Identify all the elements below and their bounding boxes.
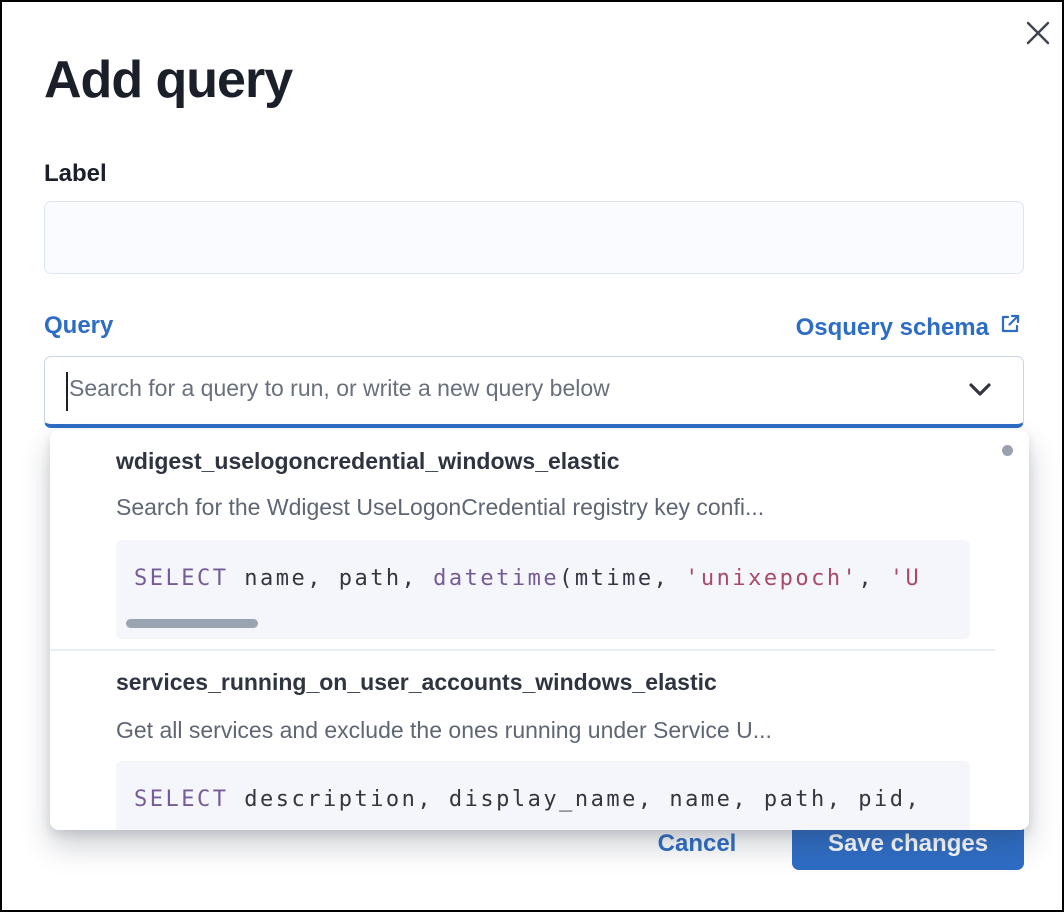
label-field-label: Label <box>44 160 107 187</box>
query-option-description: Search for the Wdigest UseLogonCredentia… <box>116 494 765 520</box>
close-button[interactable] <box>1016 12 1060 56</box>
sql-code-line: SELECT name, path, datetime(mtime, 'unix… <box>134 566 922 591</box>
query-search-input[interactable] <box>45 357 1023 424</box>
query-option-title: wdigest_uselogoncredential_windows_elast… <box>116 448 620 474</box>
external-link-icon <box>998 312 1022 343</box>
query-suggestions-dropdown: wdigest_uselogoncredential_windows_elast… <box>50 430 1029 830</box>
cancel-button[interactable]: Cancel <box>640 818 754 870</box>
query-field-label: Query <box>44 312 114 339</box>
close-icon <box>1022 17 1054 52</box>
query-option-title: services_running_on_user_accounts_window… <box>116 669 717 695</box>
query-option-description: Get all services and exclude the ones ru… <box>116 717 772 743</box>
osquery-schema-link[interactable]: Osquery schema <box>796 312 1022 343</box>
page-title: Add query <box>44 51 293 109</box>
label-input[interactable] <box>44 201 1024 274</box>
sql-code-block: SELECT name, path, datetime(mtime, 'unix… <box>116 540 970 639</box>
horizontal-scrollbar-thumb[interactable] <box>126 619 258 628</box>
sql-code-line: SELECT description, display_name, name, … <box>134 787 922 812</box>
option-divider <box>50 649 995 651</box>
vertical-scrollbar-thumb[interactable] <box>1002 445 1013 456</box>
query-option-wdigest[interactable]: wdigest_uselogoncredential_windows_elast… <box>50 430 1029 649</box>
query-option-services[interactable]: services_running_on_user_accounts_window… <box>50 651 1029 830</box>
sql-code-block: SELECT description, display_name, name, … <box>116 761 970 830</box>
osquery-schema-link-label: Osquery schema <box>795 313 989 341</box>
chevron-down-icon[interactable] <box>965 379 995 406</box>
query-search-combobox[interactable] <box>44 356 1024 428</box>
